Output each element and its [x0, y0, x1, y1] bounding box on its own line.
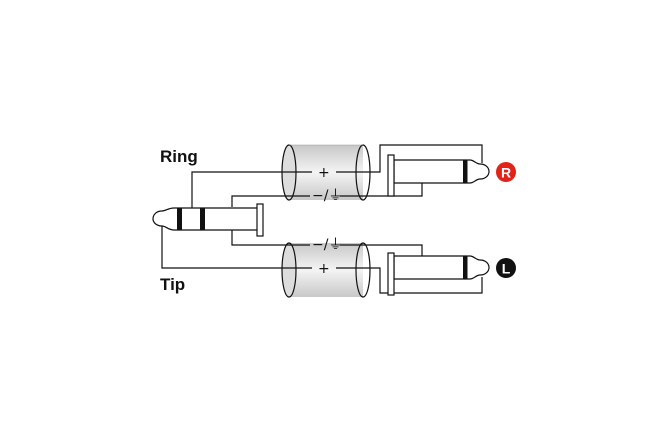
ring-label: Ring	[160, 147, 198, 166]
mono-jack-plug-right	[387, 154, 490, 197]
svg-text:R: R	[501, 165, 511, 181]
ground-label-bottom: −/⏚	[312, 237, 342, 253]
channel-badge-left: L	[496, 258, 516, 278]
ground-wire-bottom	[231, 230, 423, 257]
tip-wire	[161, 225, 483, 294]
stereo-jack-plug	[152, 203, 264, 237]
mono-jack-plug-left	[387, 252, 490, 296]
cable-shield-bottom	[281, 242, 371, 298]
tip-label: Tip	[160, 275, 185, 294]
ground-wire-top	[231, 183, 423, 207]
ground-label-top: −/⏚	[312, 188, 342, 204]
svg-text:L: L	[502, 261, 511, 277]
ring-wire	[191, 144, 483, 208]
signal-label-bottom: +	[318, 261, 330, 277]
signal-label-top: +	[318, 165, 330, 181]
channel-badge-right: R	[496, 162, 516, 182]
